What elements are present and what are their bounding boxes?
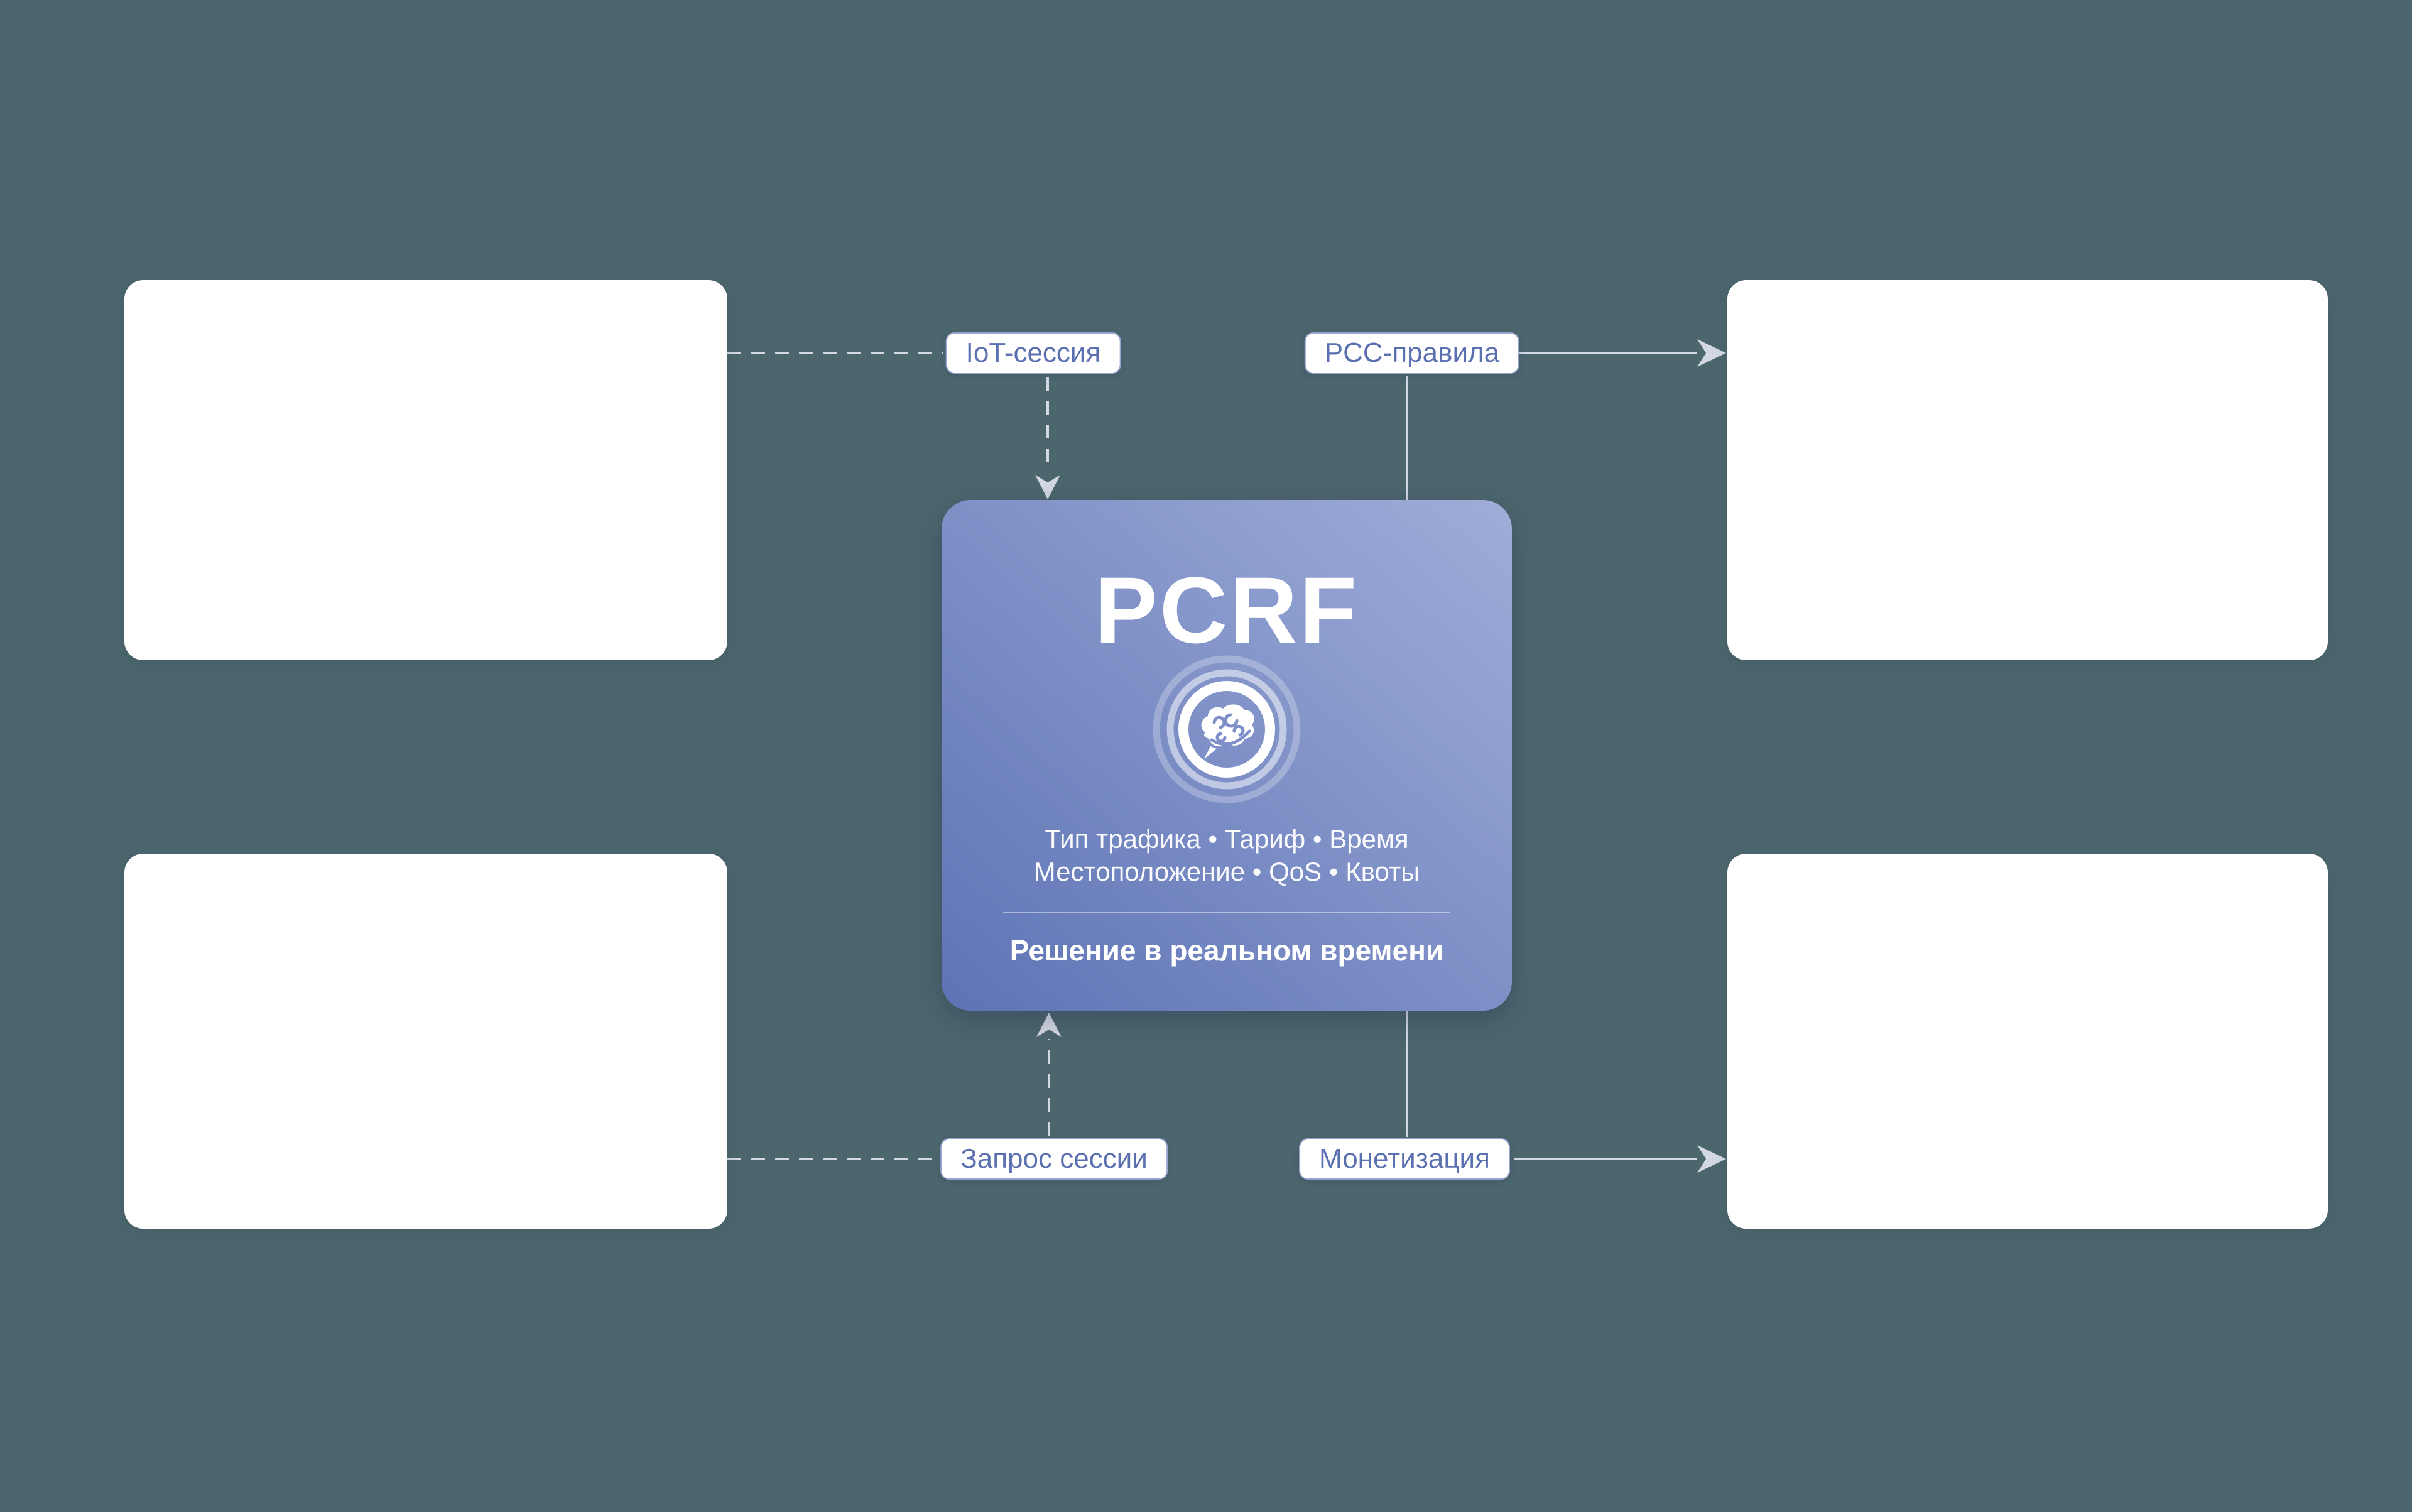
edge-label-monetization: Монетизация [1299, 1138, 1510, 1180]
arrowhead-up-into-pcrf-icon [1036, 1013, 1062, 1037]
pcrf-decision-note: Решение в реальном времени [1009, 934, 1444, 967]
edge-label-pcc-rules: PCC-правила [1304, 332, 1520, 374]
arrowhead-right-into-bottom-card-icon [1697, 1145, 1726, 1173]
card-bottom-left [124, 854, 727, 1229]
edge-label-session-request: Запрос сессии [940, 1138, 1168, 1180]
edge-label-iot-session: IoT-сессия [945, 332, 1121, 374]
arrowhead-right-into-top-card-icon [1697, 339, 1726, 367]
pcrf-title: PCRF [1094, 557, 1359, 663]
pcrf-divider [1003, 912, 1450, 913]
pcrf-card: PCRF Тип трафика • Тариф • Время Местопо… [942, 500, 1512, 1011]
brain-icon [1153, 655, 1301, 803]
pcrf-factors-line-1: Тип трафика • Тариф • Время [1045, 824, 1409, 854]
card-top-left [124, 280, 727, 660]
card-bottom-right [1727, 854, 2328, 1229]
pcrf-factors: Тип трафика • Тариф • Время Местоположен… [1034, 823, 1420, 888]
pcrf-factors-line-2: Местоположение • QoS • Квоты [1033, 857, 1420, 886]
card-top-right [1727, 280, 2328, 660]
arrowhead-down-into-pcrf-icon [1035, 475, 1060, 499]
